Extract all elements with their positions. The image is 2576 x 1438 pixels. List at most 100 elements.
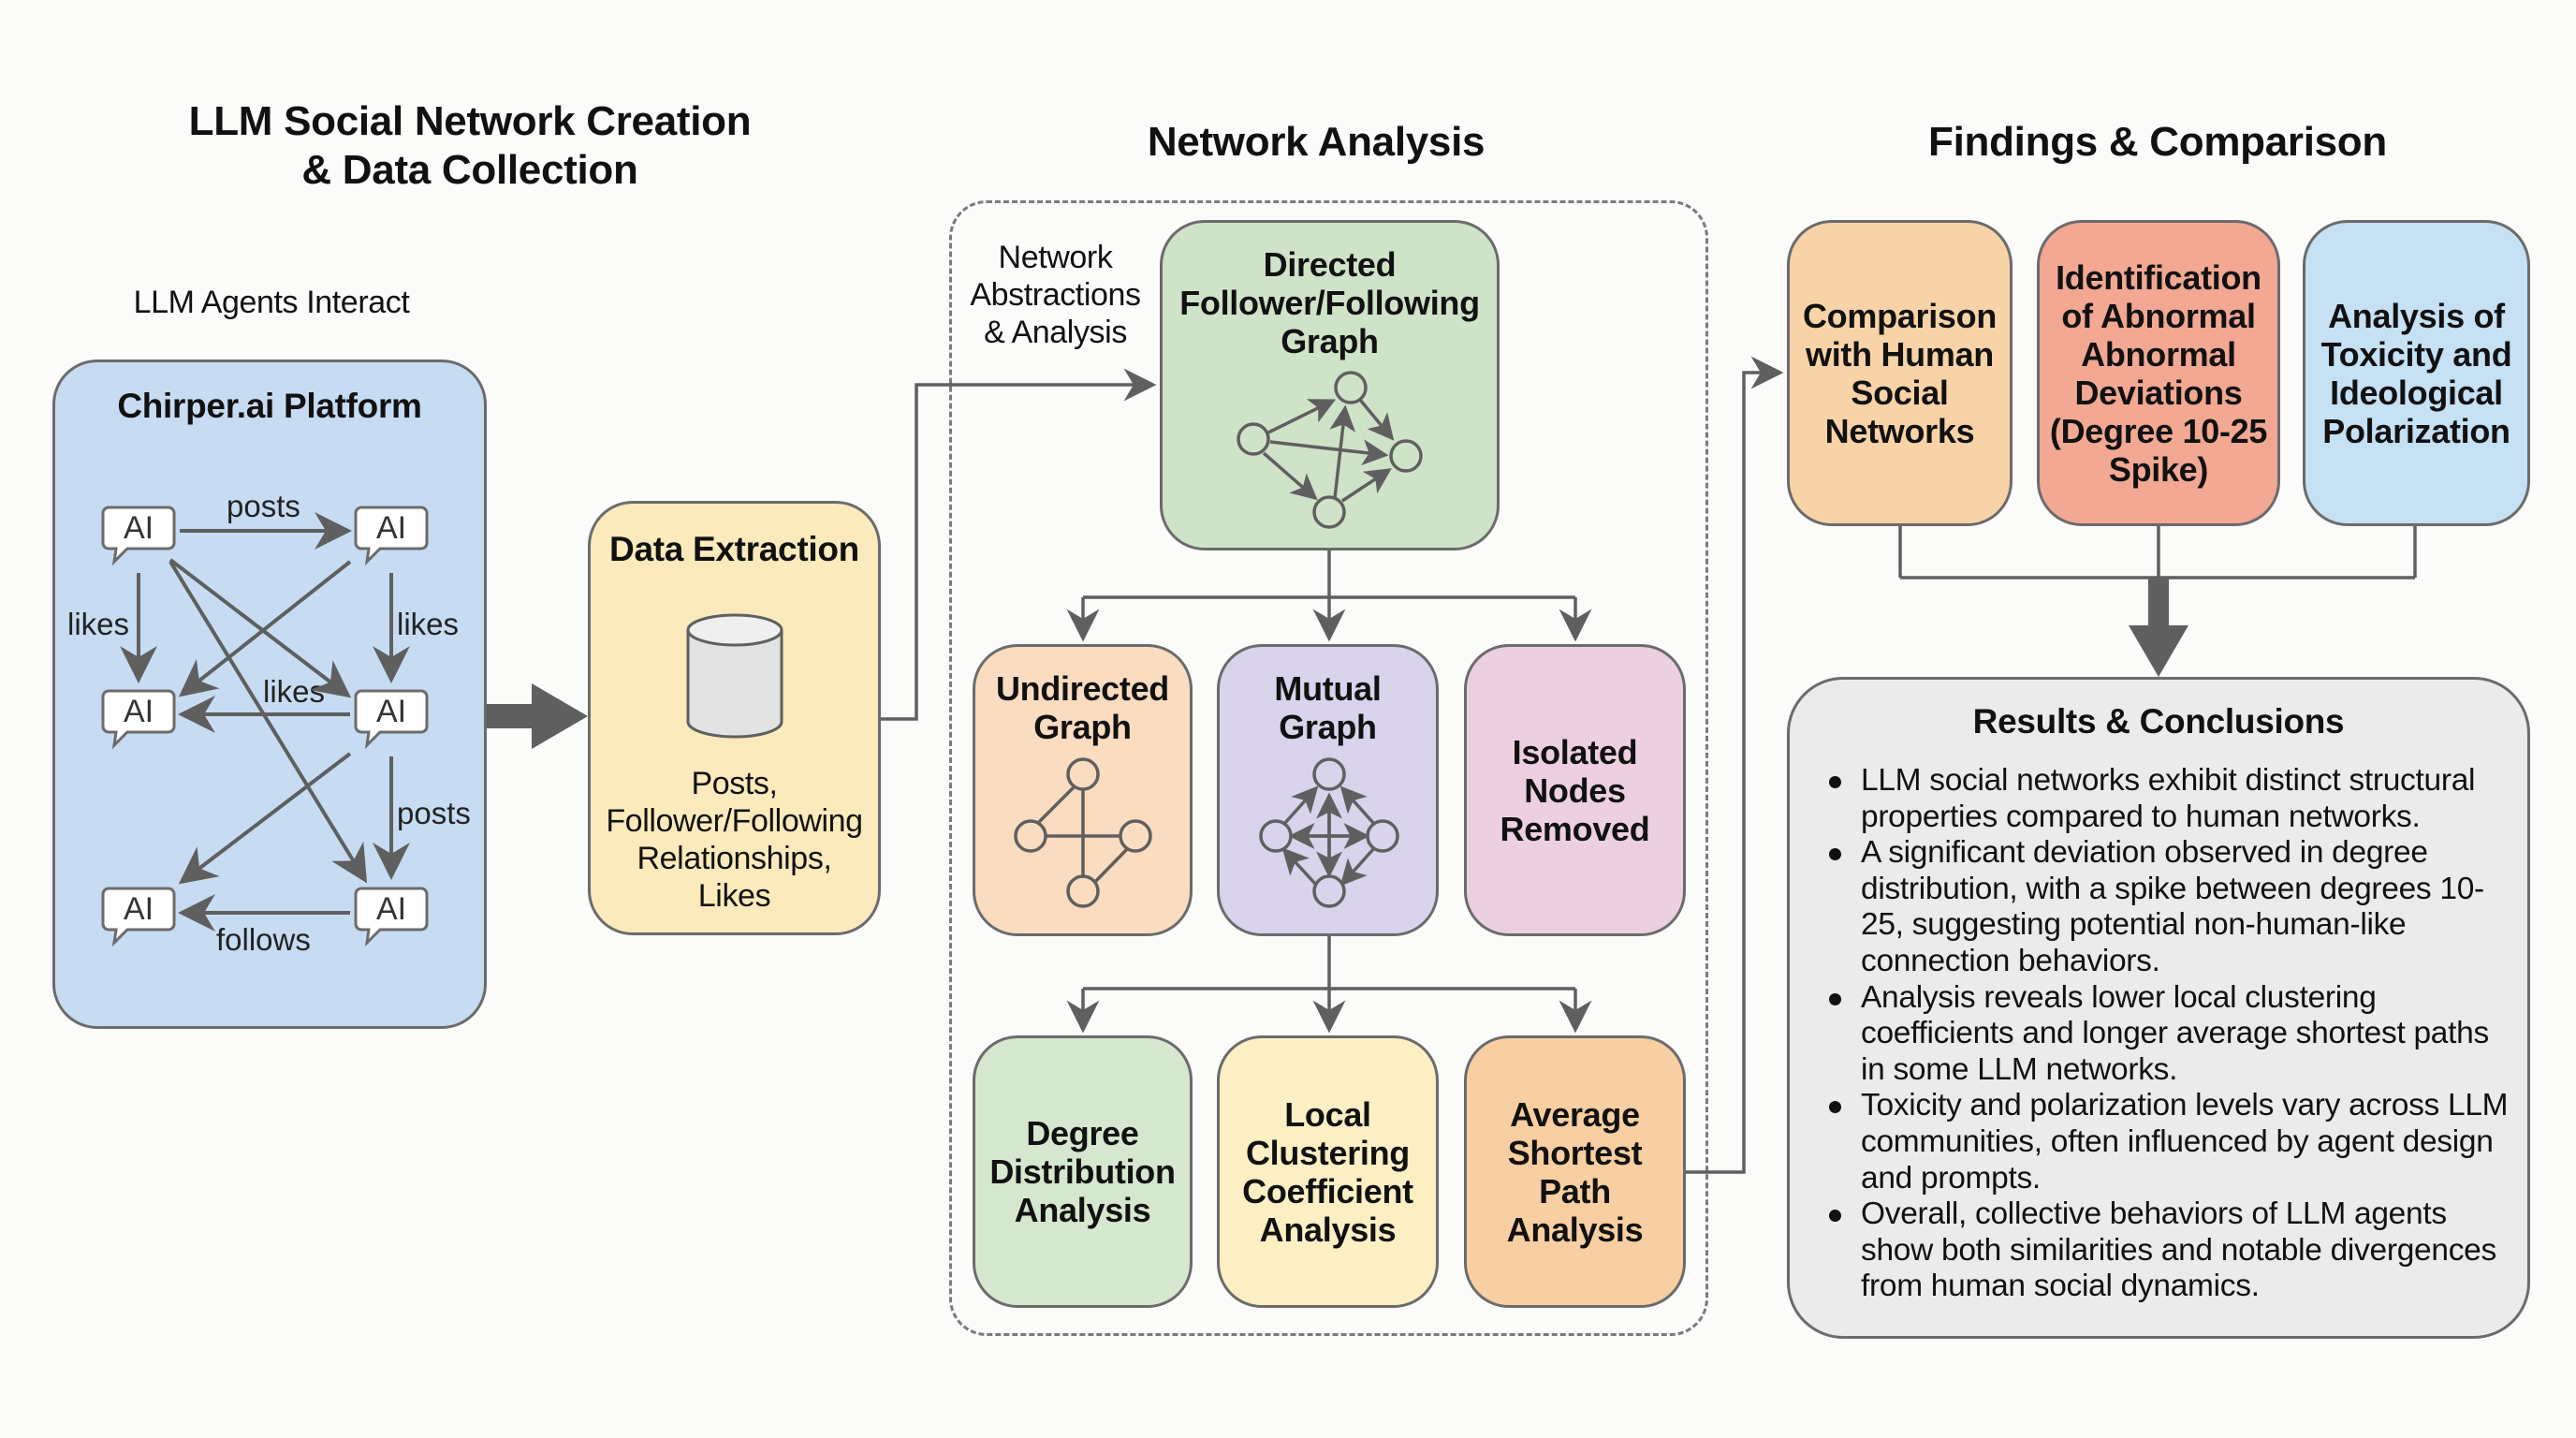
toxicity-polarization-title-line: Analysis of (2328, 296, 2505, 335)
big-arrow-down-icon (2129, 578, 2188, 677)
chirper-platform-title: Chirper.ai Platform (117, 387, 422, 425)
comparison-human-title-line: Social (1851, 373, 1949, 412)
connector-findings-to-results (1898, 526, 2417, 580)
clustering-coefficient-title-line: Clustering (1245, 1133, 1410, 1172)
results-bullet: Overall, collective behaviors of LLM age… (1790, 1196, 2509, 1305)
results-bullet: A significant deviation observed in degr… (1790, 835, 2509, 979)
clustering-coefficient-title-line: Coefficient (1242, 1171, 1413, 1211)
data-extraction-line: Relationships, (637, 841, 832, 876)
results-bullet: Analysis reveals lower local clustering … (1790, 980, 2509, 1089)
isolated-nodes-title-line: Nodes (1524, 770, 1626, 810)
shortest-path-title: Average Shortest Path Analysis (1507, 1095, 1644, 1249)
results-bullet: LLM social networks exhibit distinct str… (1790, 763, 2509, 835)
isolated-nodes-title: Isolated Nodes Removed (1500, 733, 1650, 848)
speech-bubble-icon (101, 887, 176, 947)
edge-label-posts-top: posts (227, 489, 300, 523)
edge-label-posts-right: posts (397, 796, 471, 830)
agents-interact-label: LLM Agents Interact (133, 285, 410, 320)
mutual-graph-title-line: Graph (1279, 708, 1377, 746)
isolated-nodes-title-line: Removed (1500, 809, 1650, 848)
data-extraction-title: Data Extraction (609, 530, 859, 568)
degree-distribution-box: Degree Distribution Analysis (973, 1035, 1193, 1308)
mutual-graph-title-line: Mutual (1274, 669, 1382, 708)
undirected-graph-box: Undirected Graph (973, 644, 1193, 936)
undirected-graph-title-line: Undirected (995, 669, 1170, 708)
network-abstractions-line: Abstractions (970, 277, 1141, 313)
network-abstractions-line: Network (998, 240, 1113, 275)
toxicity-polarization-title: Analysis of Toxicity and Ideological Pol… (2321, 297, 2512, 450)
speech-bubble-icon (354, 887, 429, 947)
section-title-analysis: Network Analysis (1147, 119, 1486, 165)
comparison-human-title-line: Comparison (1802, 296, 1998, 335)
network-abstractions-label: Network Abstractions & Analysis (955, 239, 1156, 351)
data-extraction-line: Follower/Following (606, 803, 863, 839)
abnormal-deviations-title-line: (Degree 10-25 (2049, 411, 2268, 450)
edge-label-likes-left: likes (67, 607, 130, 641)
section-title-creation-line1: LLM Social Network Creation (188, 98, 752, 144)
shortest-path-title-line: Path (1539, 1171, 1611, 1211)
results-bullet: Toxicity and polarization levels vary ac… (1790, 1088, 2509, 1196)
shortest-path-title-line: Average (1510, 1094, 1640, 1134)
ai-agent-label: AI (375, 890, 407, 927)
shortest-path-title-line: Shortest (1507, 1133, 1643, 1172)
data-extraction-box: Data Extraction Posts, Follower/Followin… (588, 501, 881, 935)
isolated-nodes-title-line: Isolated (1512, 732, 1638, 771)
comparison-human-title: Comparison with Human Social Networks (1803, 297, 1997, 450)
mutual-graph-box: Mutual Graph (1217, 644, 1439, 936)
ai-agent-label: AI (123, 693, 154, 729)
section-title-findings: Findings & Comparison (1928, 119, 2387, 165)
ai-agent-label: AI (123, 509, 154, 546)
abnormal-deviations-title-line: of Abnormal (2061, 296, 2256, 335)
comparison-human-box: Comparison with Human Social Networks (1787, 220, 2012, 526)
shortest-path-title-line: Analysis (1506, 1210, 1644, 1249)
clustering-coefficient-title-line: Analysis (1259, 1210, 1397, 1249)
directed-graph-title-line: Follower/Following (1179, 284, 1480, 322)
directed-graph-title-line: Directed (1263, 245, 1397, 284)
results-bullet-list: LLM social networks exhibit distinct str… (1790, 763, 2527, 1305)
toxicity-polarization-title-line: Ideological (2330, 373, 2503, 412)
degree-distribution-title: Degree Distribution Analysis (989, 1114, 1176, 1229)
section-title-creation-line2: & Data Collection (301, 147, 638, 193)
degree-distribution-title-line: Distribution (989, 1152, 1176, 1191)
clustering-coefficient-box: Local Clustering Coefficient Analysis (1217, 1035, 1439, 1308)
abnormal-deviations-box: Identification of Abnormal Abnormal Devi… (2037, 220, 2280, 526)
big-arrow-right-icon (487, 683, 588, 749)
ai-agent-label: AI (375, 693, 407, 729)
edge-label-likes-middle: likes (263, 674, 326, 709)
undirected-graph-title-line: Graph (1033, 708, 1132, 746)
data-extraction-line: Likes (697, 878, 771, 914)
shortest-path-box: Average Shortest Path Analysis (1464, 1035, 1686, 1308)
abnormal-deviations-title-line: Spike) (2108, 449, 2209, 489)
edge-label-likes-right: likes (397, 607, 460, 641)
abnormal-deviations-title-line: Deviations (2074, 373, 2243, 412)
comparison-human-title-line: with Human (1806, 334, 1994, 374)
directed-graph-box: Directed Follower/Following Graph (1160, 220, 1500, 550)
toxicity-polarization-title-line: Toxicity and (2320, 334, 2512, 374)
mutual-graph-title: Mutual Graph (1274, 669, 1381, 746)
clustering-coefficient-title: Local Clustering Coefficient Analysis (1242, 1095, 1413, 1249)
comparison-human-title-line: Networks (1824, 411, 1975, 450)
edge-label-follows-bottom: follows (216, 922, 311, 957)
directed-graph-title-line: Graph (1281, 322, 1379, 360)
abnormal-deviations-title-line: Abnormal (2081, 334, 2236, 374)
results-conclusions-title: Results & Conclusions (1972, 702, 2345, 741)
degree-distribution-title-line: Analysis (1014, 1191, 1151, 1229)
network-abstractions-line: & Analysis (984, 315, 1127, 350)
results-conclusions-box: Results & Conclusions LLM social network… (1787, 677, 2530, 1339)
speech-bubble-icon (354, 506, 429, 566)
section-title-creation: LLM Social Network Creation & Data Colle… (140, 97, 799, 195)
ai-agent-label: AI (123, 890, 154, 927)
data-extraction-line: Posts, (691, 766, 778, 801)
degree-distribution-title-line: Degree (1026, 1114, 1139, 1152)
database-icon (686, 613, 783, 739)
clustering-coefficient-title-line: Local (1284, 1094, 1371, 1134)
abnormal-deviations-title: Identification of Abnormal Abnormal Devi… (2049, 257, 2268, 489)
directed-graph-title: Directed Follower/Following Graph (1179, 245, 1480, 360)
data-extraction-desc: Posts, Follower/Following Relationships,… (606, 765, 863, 915)
undirected-graph-title: Undirected Graph (996, 669, 1169, 746)
abnormal-deviations-title-line: Identification (2056, 257, 2261, 297)
ai-agent-label: AI (375, 509, 407, 546)
speech-bubble-icon (101, 506, 176, 566)
isolated-nodes-box: Isolated Nodes Removed (1464, 644, 1686, 936)
toxicity-polarization-title-line: Polarization (2322, 411, 2510, 450)
